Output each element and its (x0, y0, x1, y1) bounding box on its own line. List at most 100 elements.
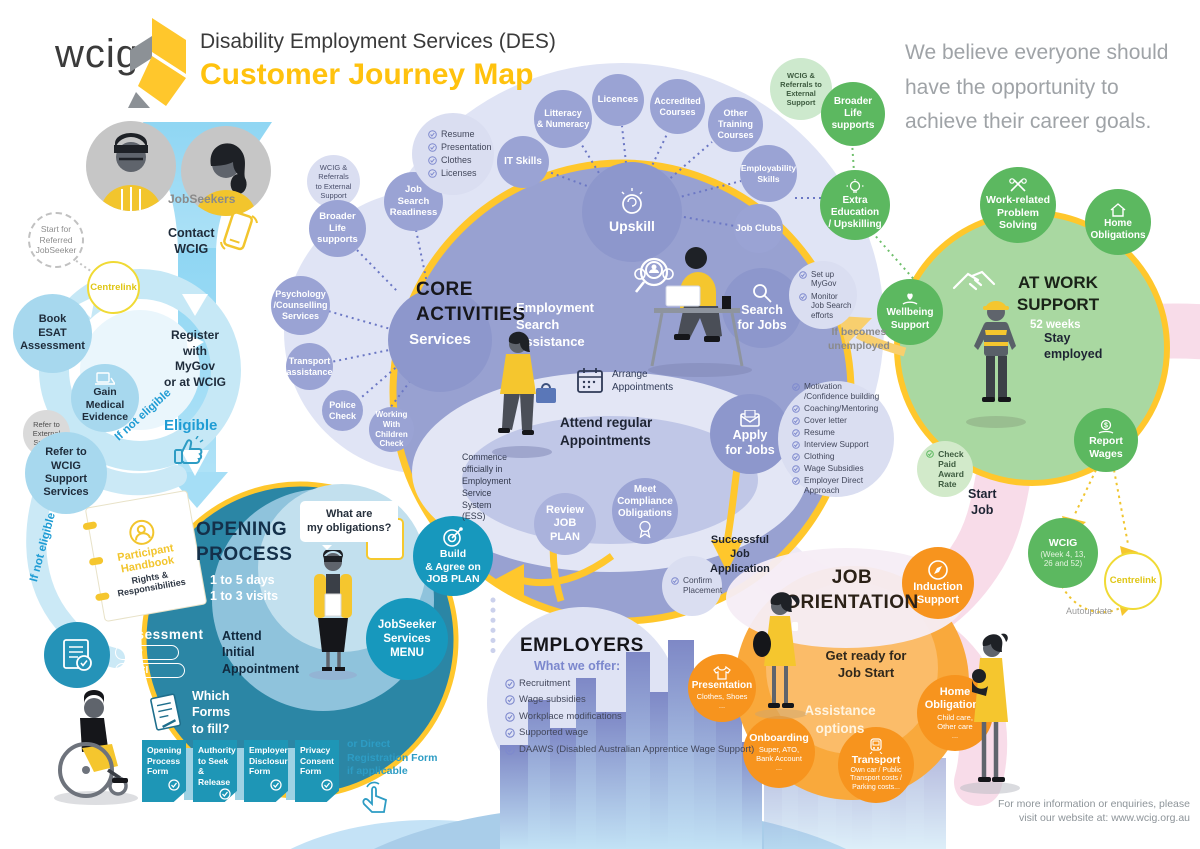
coin-hand-icon: $ (1098, 420, 1114, 434)
which-forms-label: Which Forms to fill? (192, 689, 231, 736)
calendar-icon (577, 368, 603, 393)
it-skills-label: IT Skills (504, 155, 542, 167)
checklist-item: Presentation (441, 142, 492, 153)
jobseeker-woman-illustration (196, 143, 256, 216)
it-skills-bubble: IT Skills (497, 136, 549, 188)
build-job-plan-bubble: Build & Agree on JOB PLAN (413, 516, 493, 596)
services-label: Services (409, 330, 471, 348)
presentation-bubble: Presentation Clothes, Shoes ... (688, 654, 756, 722)
gain-medical-label: Gain Medical Evidence (81, 385, 129, 424)
privacy-consent-form-chip: Privacy Consent Form (295, 740, 339, 802)
other-training-label: Other Training Courses (717, 108, 754, 140)
commence-ess-label: Commence officially in Employment Servic… (462, 452, 511, 522)
people-search-icon (634, 257, 674, 293)
home-obligations-green-label: Home Obligations (1090, 217, 1146, 241)
chip-divider (235, 748, 245, 800)
checklist-item: Clothes (441, 155, 472, 165)
participant-handbook-card: Participant Handbook Rights & Responsibi… (82, 489, 208, 623)
wcig-referrals-left-label: WCIG & Referrals to External Support (315, 163, 352, 200)
offer-item: Supported wage (519, 727, 589, 739)
successful-application-label: Successful Job Application (710, 534, 770, 575)
check-icon (926, 449, 934, 458)
jobseeker-man-illustration (101, 133, 161, 211)
obligations-speech-text: What are my obligations? (307, 508, 392, 535)
tshirt-icon (713, 665, 731, 680)
eligible-label: Eligible (164, 417, 218, 434)
person-in-circle-icon (129, 519, 155, 545)
transport-orientation-bubble: Transport Own car / Public Transport cos… (838, 727, 914, 803)
obligations-speech-bubble: What are my obligations? (300, 501, 399, 550)
jobseekers-label: JobSeekers (168, 192, 236, 206)
employability-skills-bubble: Employability Skills (740, 145, 797, 202)
check-icon (505, 679, 515, 689)
licences-label: Licences (597, 94, 639, 106)
centrelink-right-label: Centrelink (1109, 575, 1157, 587)
stay-employed-label: Stay employed (1044, 331, 1103, 362)
check-icon (792, 383, 800, 392)
weeks-label: 52 weeks (1030, 319, 1081, 331)
jsci-pill: JSCI (115, 663, 185, 678)
review-job-plan-label: Review JOB PLAN (546, 503, 584, 543)
review-job-plan-bubble: Review JOB PLAN (534, 493, 596, 555)
check-icon (792, 441, 800, 449)
job-clubs-bubble: Job Clubs (734, 204, 783, 253)
confirm-placement-bubble: Confirm Placement (662, 556, 722, 616)
thumbs-up-icon (174, 436, 204, 464)
checklist-item: Resume (441, 129, 475, 140)
wcig-referrals-left-bubble: WCIG & Referrals to External Support (307, 155, 360, 208)
wcig-referrals-green-bubble: WCIG & Referrals to External Support (770, 58, 832, 120)
broader-life-green-bubble: Broader Life supports (821, 82, 885, 146)
phone-icon (220, 211, 258, 251)
book-esat-label: Book ESAT Assessment (20, 313, 85, 353)
apply-jobs-label: Apply for Jobs (725, 427, 775, 457)
check-icon (219, 787, 231, 800)
check-icon (671, 577, 679, 585)
licences-bubble: Licences (592, 74, 644, 126)
upskill-head-icon (621, 188, 643, 215)
assessment-icon-bubble (44, 622, 110, 688)
opening-woman-illustration (309, 550, 357, 680)
wellbeing-support-label: Wellbeing Support (886, 307, 934, 331)
chip-divider (286, 748, 296, 800)
check-icon (799, 270, 807, 279)
tagline: We believe everyone should have the oppo… (905, 41, 1169, 134)
litteracy-label: Litteracy & Numeracy (536, 108, 590, 129)
checklist-item: Wage Subsidies (804, 462, 864, 473)
arrange-appointments-label: Arrange Appointments (612, 369, 674, 393)
wcig-referrals-green-label: WCIG & Referrals to External Support (780, 70, 822, 108)
start-referred-label: Start for Referred JobSeeker (35, 224, 77, 256)
transport-assistance-bubble: Transport assistance (286, 343, 333, 390)
services-bubble: Services (388, 288, 492, 392)
search-jobs-label: Search for Jobs (737, 302, 787, 332)
handshake-icon (952, 270, 996, 291)
orientation-woman-illustration (753, 592, 807, 719)
accredited-courses-bubble: Accredited Courses (650, 79, 705, 134)
upskill-bubble: Upskill (582, 162, 682, 262)
wcig-weeks-bubble: WCIG (Week 4, 13, 26 and 52) (1028, 518, 1098, 588)
form-chip-label: Privacy Consent Form (300, 745, 334, 777)
brand-logo-mark-icon (128, 18, 186, 108)
check-icon (792, 417, 800, 425)
broader-life-left-label: Broader Life supports (317, 211, 358, 246)
check-icon (792, 453, 800, 461)
attend-regular-label: Attend regular Appointments (560, 415, 653, 448)
check-icon (505, 728, 515, 738)
woman-with-baby-illustration (960, 633, 1020, 794)
wellbeing-support-bubble: Wellbeing Support (877, 279, 943, 345)
employability-skills-label: Employability Skills (740, 163, 797, 184)
assessment-label: Assessment (118, 627, 204, 642)
onboarding-label: Onboarding (749, 731, 809, 744)
offer-item: Recruitment (519, 678, 571, 689)
check-icon (428, 156, 437, 165)
centrelink-label: Centrelink (90, 281, 137, 293)
upskill-label: Upskill (609, 218, 655, 235)
onboarding-bubble: Onboarding Super, ATO, Bank Account ... (743, 716, 815, 788)
start-job-label: Start Job (968, 487, 997, 518)
envelope-icon (740, 409, 760, 427)
home-obligations-orange-label: Home Obligations (924, 685, 986, 712)
other-training-bubble: Other Training Courses (708, 97, 763, 152)
wwcc-label: Working With Children Check (375, 410, 408, 449)
book-esat-bubble: Book ESAT Assessment (13, 294, 92, 373)
contact-wcig-label: Contact WCIG (168, 226, 215, 257)
